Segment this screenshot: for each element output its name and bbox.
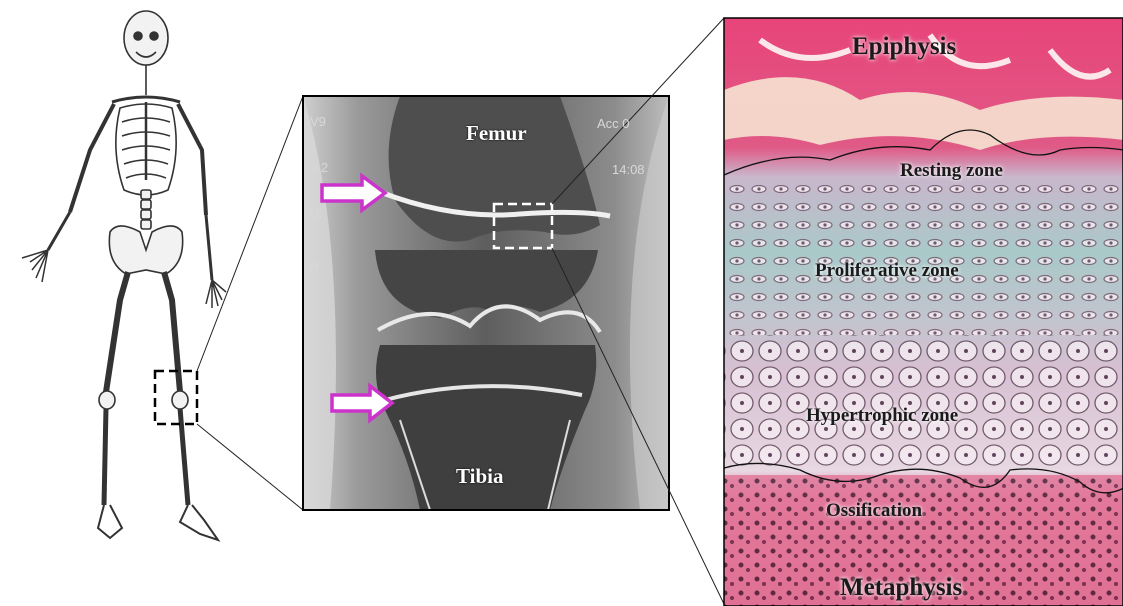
proliferative-zone-label: Proliferative zone [815,260,959,282]
growth-plate-histology-image [724,18,1123,606]
tibia-label: Tibia [456,464,503,489]
mri-overlay-text: 14:08 [612,162,645,177]
connector-line [197,424,303,510]
mri-overlay-text: IZ [310,206,322,221]
ribcage-icon [116,102,176,195]
femur-label: Femur [466,121,527,146]
mri-overlay-text: 2.2 [310,160,328,175]
ossification-label: Ossification [826,500,922,522]
spine-icon [141,190,151,229]
mri-overlay-text: fx [310,258,320,273]
metaphysis-label: Metaphysis [840,574,962,602]
left-knee-icon [99,391,115,409]
resting-zone-label: Resting zone [900,160,1003,182]
right-knee-icon [172,391,188,409]
epiphysis-label: Epiphysis [852,33,956,61]
hypertrophic-zone-label: Hypertrophic zone [806,405,958,427]
legs-icon [104,272,188,505]
pelvis-icon [109,226,182,274]
connector-line [197,96,303,371]
mri-overlay-text: Acc 0 [597,116,630,131]
mri-overlay-text: V9 [310,114,326,129]
skeleton-illustration [22,11,226,540]
feet-icon [98,505,218,540]
knee-mri-image [303,96,669,510]
